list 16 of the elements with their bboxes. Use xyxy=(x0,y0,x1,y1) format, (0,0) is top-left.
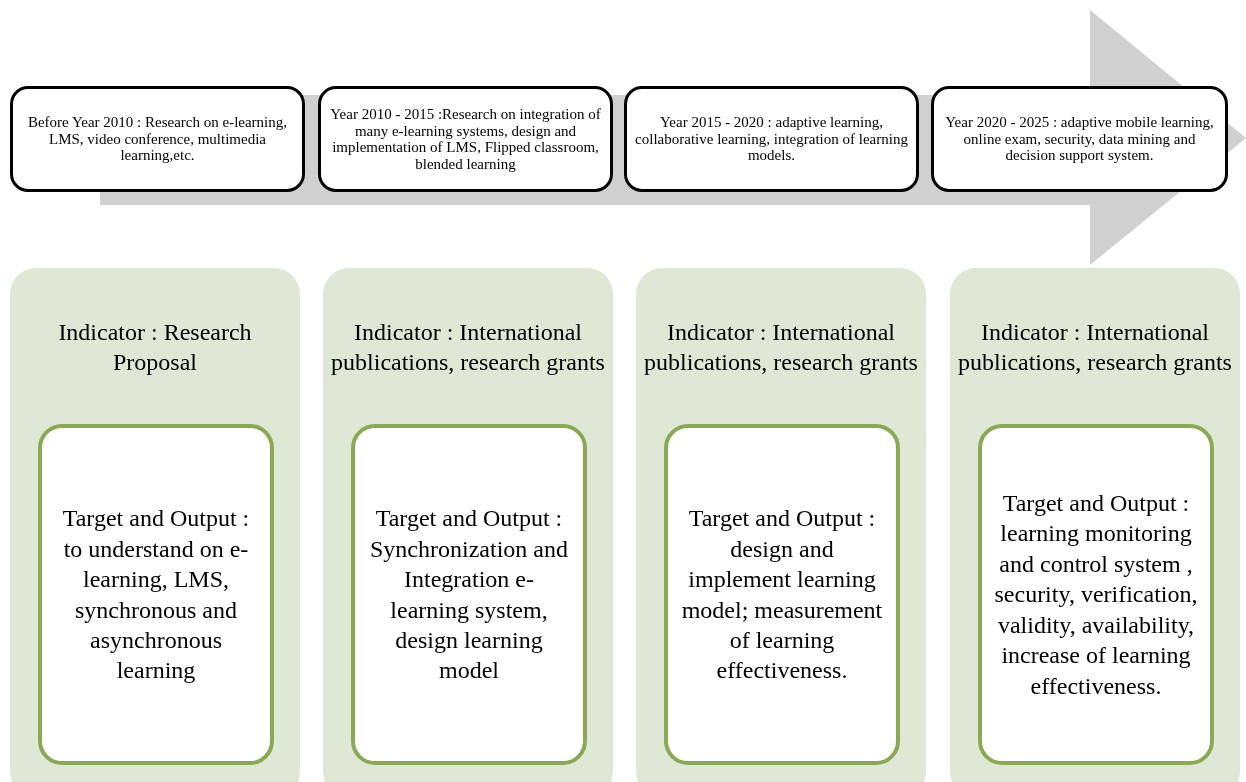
period-box: Year 2010 - 2015 :Research on integration of many e-learning systems, design and implementation of LMS, Flipped classroom, blended learning xyxy=(318,86,613,192)
period-box: Year 2020 - 2025 : adaptive mobile learning, online exam, security, data mining and decision support system. xyxy=(931,86,1228,192)
target-output-box: Target and Output : learning monitoring and control system , security, verification, validity, availability, increase of learning effectiveness. xyxy=(978,424,1214,765)
indicator-heading: Indicator : International publications, research grants xyxy=(331,318,605,377)
indicator-panel xyxy=(10,268,300,782)
target-output-box: Target and Output : design and implement learning model; measurement of learning effectiveness. xyxy=(664,424,900,765)
indicator-heading: Indicator : Research Proposal xyxy=(57,318,253,377)
period-box: Year 2015 - 2020 : adaptive learning, collaborative learning, integration of learning models. xyxy=(624,86,919,192)
indicator-panel xyxy=(323,268,613,782)
indicator-panel xyxy=(636,268,926,782)
target-output-box: Target and Output : Synchronization and Integration e-learning system, design learning model xyxy=(351,424,587,765)
indicator-heading: Indicator : International publications, research grants xyxy=(958,318,1232,377)
period-box: Before Year 2010 : Research on e-learning, LMS, video conference, multimedia learning,etc. xyxy=(10,86,305,192)
indicator-heading: Indicator : International publications, research grants xyxy=(644,318,918,377)
indicator-panel xyxy=(950,268,1240,782)
target-output-box: Target and Output : to understand on e-learning, LMS, synchronous and asynchronous learning xyxy=(38,424,274,765)
